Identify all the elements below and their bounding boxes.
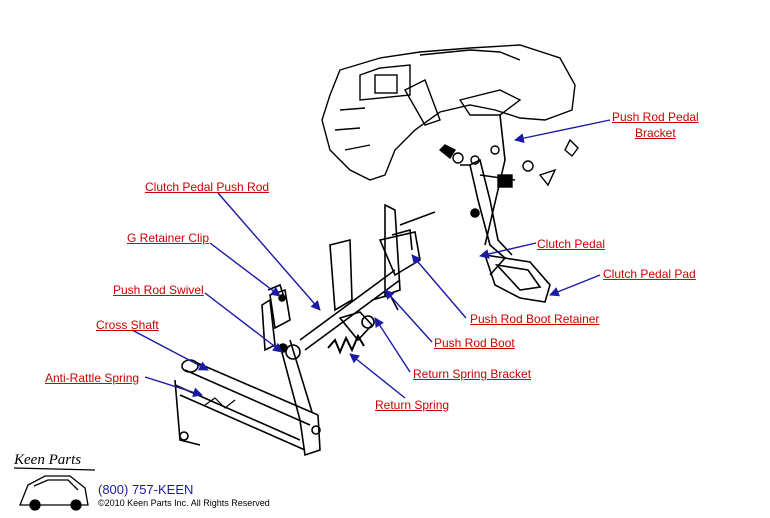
label-clutch-pedal-pad[interactable]: Clutch Pedal Pad — [603, 267, 696, 281]
label-cross-shaft[interactable]: Cross Shaft — [96, 318, 159, 332]
leader-push-rod-swivel — [204, 292, 283, 353]
footer-phone[interactable]: (800) 757-KEEN — [98, 482, 194, 497]
label-clutch-pedal[interactable]: Clutch Pedal — [537, 237, 606, 251]
leader-push-rod-boot — [384, 289, 433, 343]
leader-cross-shaft — [131, 329, 209, 371]
leader-clutch-pedal — [479, 242, 537, 259]
footer-copyright: ©2010 Keen Parts Inc. All Rights Reserve… — [98, 498, 270, 508]
keen-parts-logo-car — [13, 467, 96, 511]
clutch-pedal-arm — [399, 114, 513, 259]
keen-parts-logo-text: Keen Parts — [14, 452, 82, 468]
clutch-pedal-pad-drawing — [483, 254, 551, 303]
label-clutch-pedal-push-rod[interactable]: Clutch Pedal Push Rod — [145, 180, 270, 194]
leader-g-retainer-clip — [209, 242, 281, 297]
label-push-rod-boot[interactable]: Push Rod Boot — [434, 336, 515, 350]
cross-shaft-drawing — [174, 203, 421, 457]
label-g-retainer-clip[interactable]: G Retainer Clip — [127, 231, 210, 245]
pedal-bracket-drawing — [321, 44, 579, 188]
label-push-rod-boot-retainer[interactable]: Push Rod Boot Retainer — [470, 312, 600, 326]
leader-lines — [131, 119, 611, 399]
leader-push-rod-boot-retainer — [411, 254, 467, 319]
leader-return-spring-bracket — [374, 317, 411, 373]
label-push-rod-pedal-bracket-2[interactable]: Bracket — [635, 126, 676, 140]
label-return-spring-bracket[interactable]: Return Spring Bracket — [413, 367, 532, 381]
leader-push-rod-pedal-bracket — [514, 119, 611, 143]
leader-anti-rattle-spring — [144, 376, 203, 398]
leader-return-spring — [349, 353, 406, 399]
leader-clutch-pedal-push-rod — [217, 192, 321, 311]
label-push-rod-swivel[interactable]: Push Rod Swivel — [113, 283, 204, 297]
label-push-rod-pedal-bracket-1[interactable]: Push Rod Pedal — [612, 110, 699, 124]
label-anti-rattle-spring[interactable]: Anti-Rattle Spring — [45, 371, 140, 385]
label-return-spring[interactable]: Return Spring — [375, 398, 450, 412]
leader-clutch-pedal-pad — [549, 274, 601, 297]
